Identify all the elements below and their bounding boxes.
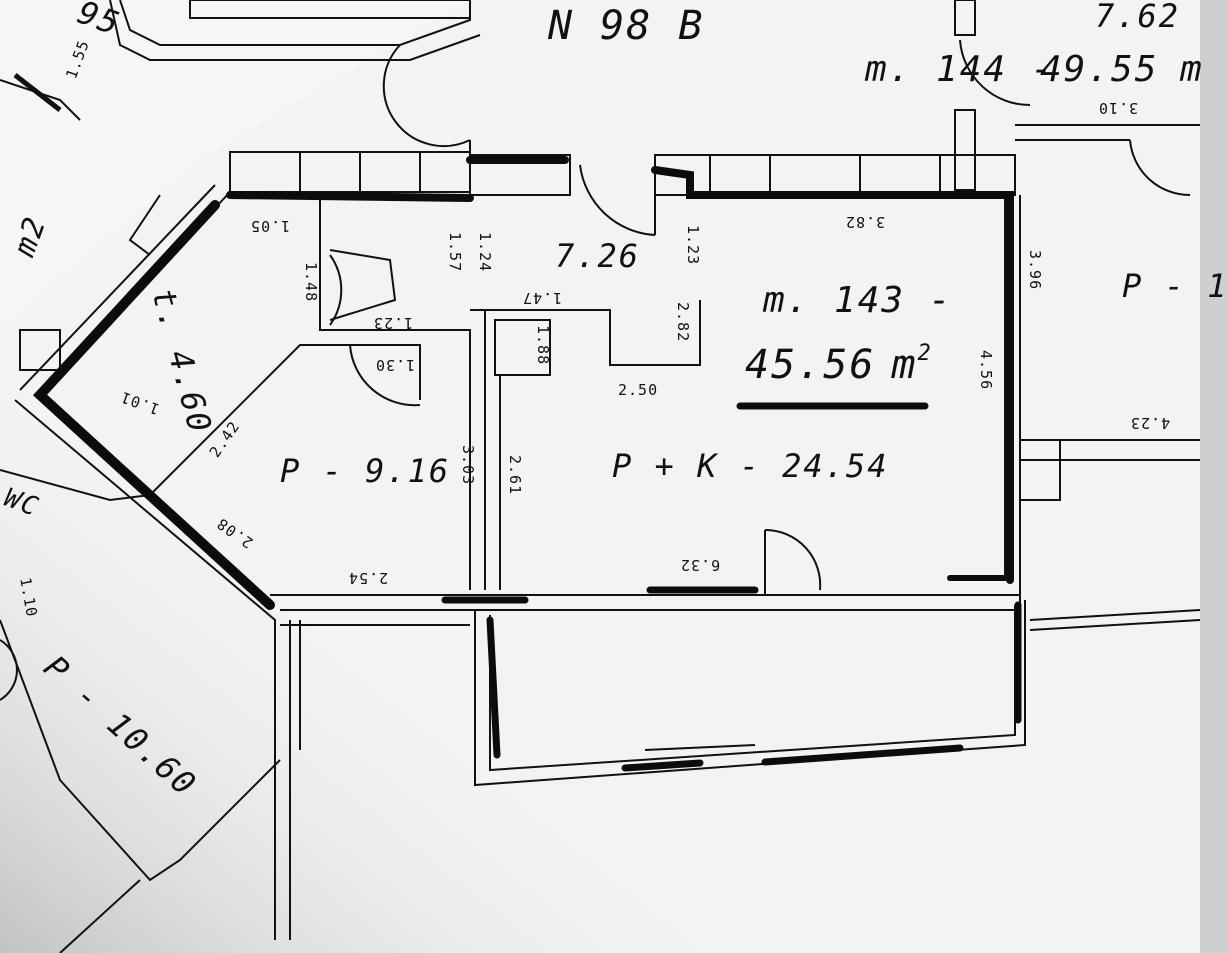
dimension-label: 1.24: [476, 232, 494, 273]
dimension-label: 1.23: [373, 314, 414, 332]
dimension-label: 3.96: [1026, 250, 1044, 291]
dimension-label: 2.50: [618, 381, 659, 399]
dimension-label: 2.61: [506, 455, 524, 496]
dimension-label: 3.10: [1098, 99, 1139, 117]
dimension-label: 1.48: [302, 262, 320, 303]
room-hall: 7.26: [555, 237, 641, 275]
unit-143-area-exponent: 2: [917, 341, 933, 366]
unit-144-area-unit: m: [1180, 49, 1204, 90]
dimension-label: 1.23: [684, 225, 702, 266]
dimension-label: 1.47: [522, 289, 563, 307]
unit-143-area-row: 45.56 m2: [745, 342, 933, 388]
building-label: N 98 B: [548, 3, 705, 49]
unit-143-name: m. 143 -: [763, 280, 953, 321]
unit-144-area: 49.55: [1040, 49, 1159, 90]
dimension-label: 6.32: [680, 556, 721, 574]
dimension-label: 1.05: [250, 217, 291, 235]
dimension-label: 1.88: [534, 325, 552, 366]
unit-143-area-unit: m: [891, 342, 918, 388]
dimension-label: 4.56: [977, 350, 995, 391]
dimension-label: 2.54: [348, 569, 389, 587]
unit-143-area: 45.56: [745, 342, 876, 388]
dimension-label: 4.23: [1130, 414, 1171, 432]
dimension-label: 2.82: [674, 302, 692, 343]
dimension-label: 1.30: [375, 356, 416, 374]
walls-drawing: [0, 0, 1201, 953]
room-right: P - 1: [1122, 267, 1228, 305]
dimension-label: 3.03: [459, 445, 477, 486]
dimension-label: 3.82: [845, 213, 886, 231]
dimension-label: 1.57: [446, 232, 464, 273]
room-living-kitchen: P + K - 24.54: [612, 447, 889, 485]
top-right-value: 7.62: [1095, 0, 1181, 35]
unit-144-name: m. 144 -: [865, 49, 1055, 90]
room-a: P - 9.16: [280, 452, 451, 490]
